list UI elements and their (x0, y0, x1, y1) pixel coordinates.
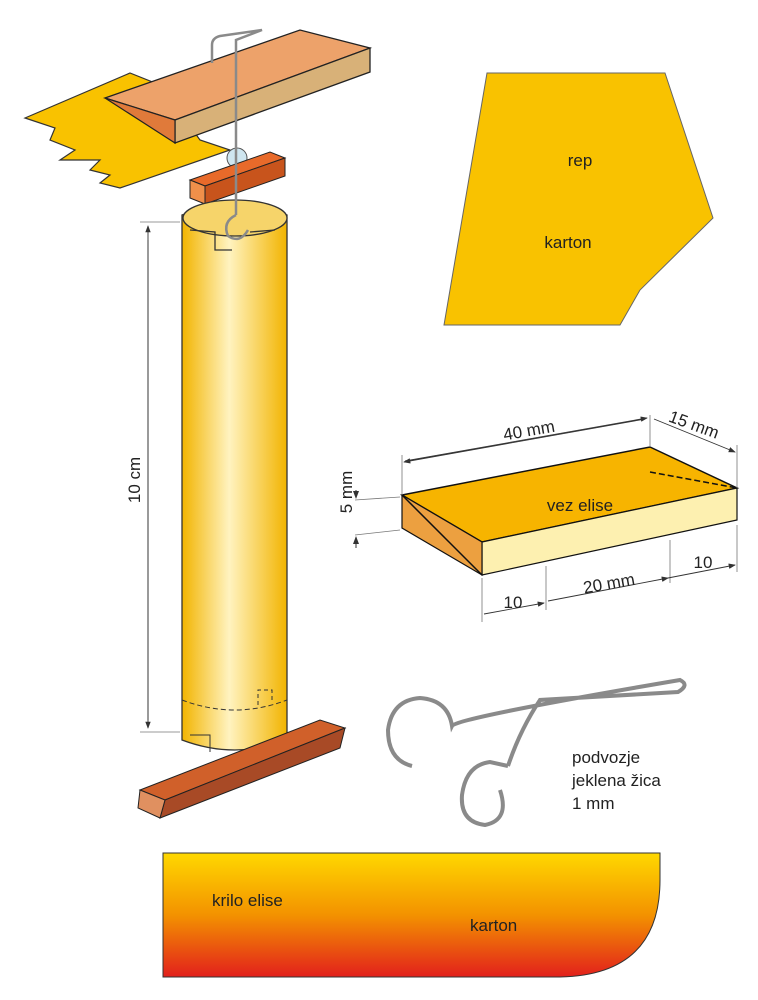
tube-length-dimension: 10 cm (125, 221, 180, 733)
small-wood-block (188, 151, 287, 205)
hub-label: vez elise (547, 496, 613, 515)
tube (181, 199, 288, 752)
hub-seg1-label: 10 (504, 593, 523, 612)
propeller-blade: krilo elise karton (162, 852, 661, 978)
wing-material-label: karton (470, 916, 517, 935)
hub-length-label: 40 mm (502, 417, 556, 445)
hub-seg3-label: 10 (694, 553, 713, 572)
landing-gear-wire (385, 677, 687, 828)
landing-gear-size: 1 mm (572, 794, 615, 813)
hub-height-label: 5 mm (337, 471, 356, 514)
wing-label: krilo elise (212, 891, 283, 910)
landing-gear-material: jeklena žica (571, 771, 661, 790)
tail-piece: rep karton (443, 72, 714, 326)
hub-seg2-label: 20 mm (582, 570, 636, 598)
hub-width-label: 15 mm (666, 407, 721, 443)
tail-material-label: karton (544, 233, 591, 252)
wood-plank (102, 29, 373, 145)
wood-stick (137, 719, 347, 819)
landing-gear-label: podvozje (572, 748, 640, 767)
tail-label: rep (568, 151, 593, 170)
tube-length-label: 10 cm (125, 457, 144, 503)
hook-wire (210, 28, 263, 241)
propeller-hub: vez elise 40 mm 15 mm 5 mm 10 20 mm 10 (337, 407, 740, 622)
